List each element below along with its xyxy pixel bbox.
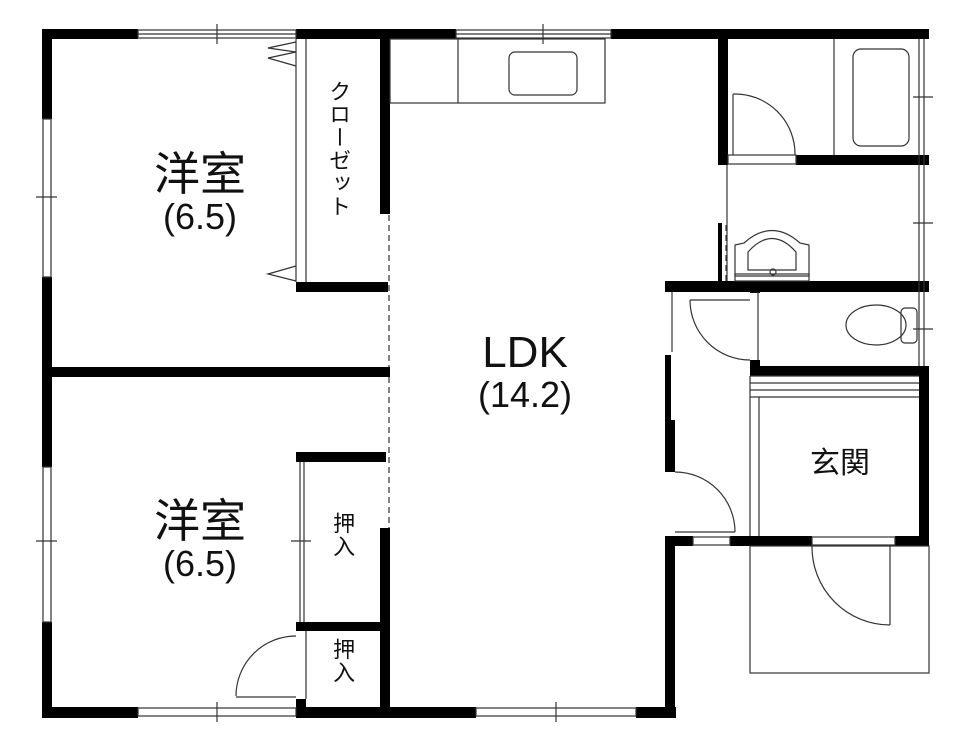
window (42, 466, 52, 623)
porch (749, 545, 930, 674)
wall (42, 367, 390, 377)
oshiire-label-2: 押入 (329, 638, 355, 684)
bathtub (852, 48, 910, 147)
wall (611, 29, 929, 39)
room-western-2: 洋室 (6.5) (130, 497, 270, 583)
wall (750, 281, 760, 293)
wall (296, 622, 386, 631)
door-swing (732, 93, 796, 156)
room-name: 洋室 (154, 494, 246, 548)
wall (665, 420, 675, 472)
front-door-swing (811, 545, 891, 626)
wall (718, 29, 728, 165)
wall (636, 707, 676, 718)
wall (380, 528, 390, 718)
room-area: (14.2) (477, 374, 573, 416)
door-swing (674, 471, 736, 533)
wall (42, 29, 52, 119)
wall (730, 536, 812, 546)
wall (665, 536, 675, 718)
room-area: (6.5) (162, 196, 238, 238)
wall (296, 29, 456, 39)
wall (919, 366, 929, 546)
window (42, 118, 52, 278)
wall (42, 29, 138, 39)
door-swing (689, 299, 751, 361)
wall (42, 707, 138, 718)
kitchen-sink (508, 51, 578, 96)
wall (665, 355, 671, 420)
wall (750, 360, 760, 370)
wall (718, 223, 722, 283)
oshiire-label-1: 押入 (329, 512, 355, 558)
toilet (845, 304, 907, 346)
closet-label: クローゼット (325, 80, 351, 218)
kitchen-counter (389, 38, 606, 104)
folding-door (265, 265, 297, 282)
room-western-1: 洋室 (6.5) (130, 150, 270, 236)
wall (665, 536, 693, 546)
washbasin (734, 230, 810, 277)
room-entrance: 玄関 (790, 448, 890, 480)
wall (750, 366, 929, 376)
door-swing (235, 635, 297, 697)
wall (296, 282, 388, 292)
wall (42, 622, 52, 718)
wall (895, 536, 929, 546)
room-name: 洋室 (154, 147, 246, 201)
room-ldk: LDK (14.2) (425, 328, 625, 416)
wall (296, 452, 386, 462)
wall (380, 29, 390, 214)
room-name: LDK (482, 328, 568, 377)
wall (796, 155, 929, 165)
room-area: (6.5) (162, 543, 238, 585)
wall (296, 699, 306, 718)
folding-door (267, 41, 297, 67)
wall (665, 281, 929, 292)
room-name: 玄関 (810, 446, 870, 481)
